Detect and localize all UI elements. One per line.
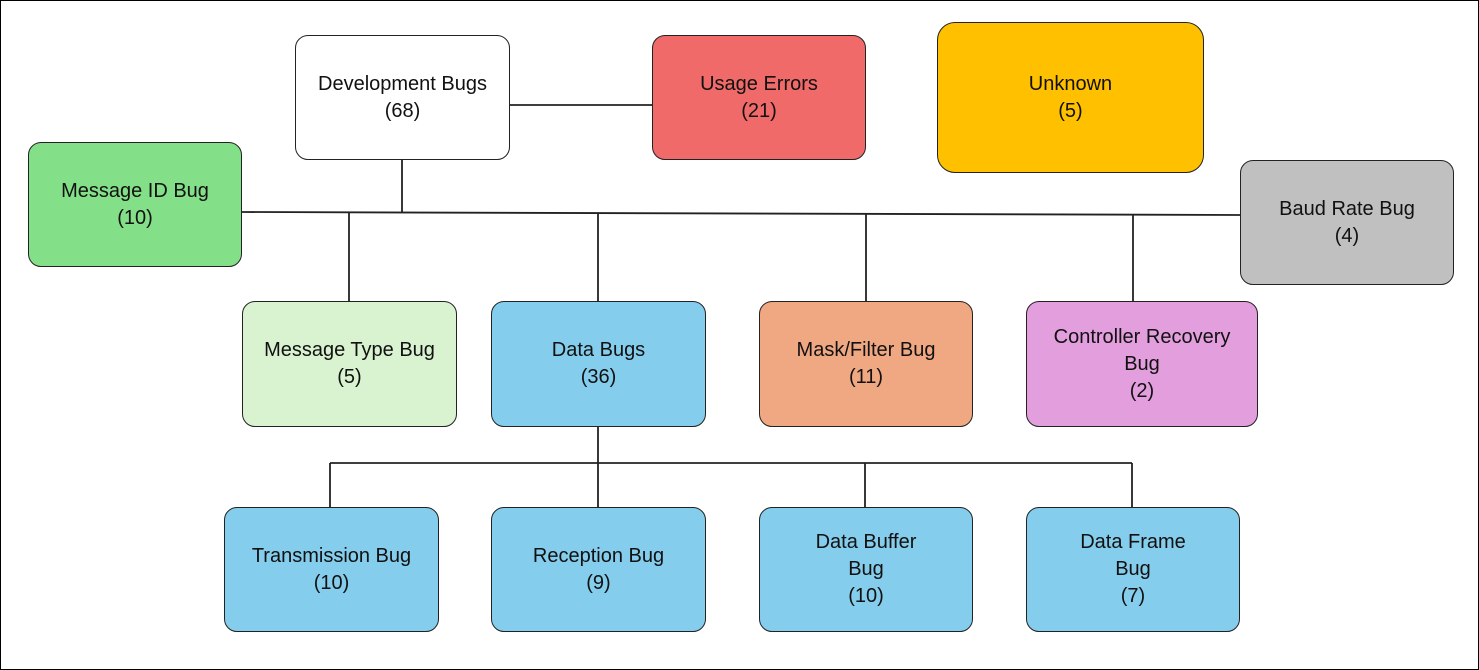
node-count: (21) <box>741 99 777 122</box>
node-controller-recovery-bug: Controller Recovery Bug (2) <box>1026 301 1258 427</box>
connector-main-bus <box>241 211 1241 216</box>
node-label: Message Type Bug <box>264 339 435 361</box>
node-count: (9) <box>586 571 611 594</box>
node-label: Development Bugs <box>318 72 487 95</box>
node-count: (4) <box>1334 224 1360 247</box>
node-count: (10) <box>117 206 153 229</box>
node-mask-filter-bug: Mask/Filter Bug (11) <box>759 301 973 427</box>
node-label: Baud Rate Bug <box>1279 197 1415 220</box>
node-label: Unknown <box>1028 72 1113 95</box>
node-label: Usage Errors <box>700 72 818 95</box>
node-count: (10) <box>848 585 884 607</box>
node-data-bugs: Data Bugs (36) <box>491 301 706 427</box>
node-label: Data Bugs <box>551 339 646 361</box>
node-count: (11) <box>848 366 884 388</box>
node-unknown: Unknown (5) <box>937 22 1204 173</box>
node-label: Message ID Bug <box>61 179 209 202</box>
node-data-buffer-bug: Data Buffer Bug (10) <box>759 507 973 632</box>
node-count: (10) <box>313 571 350 594</box>
node-label: Controller Recovery Bug <box>1053 325 1231 375</box>
node-label: Mask/Filter Bug <box>796 339 936 361</box>
node-reception-bug: Reception Bug (9) <box>491 507 706 632</box>
node-label: Transmission Bug <box>251 544 412 567</box>
node-label: Data Frame Bug <box>1080 531 1186 580</box>
node-message-type-bug: Message Type Bug (5) <box>242 301 457 427</box>
node-transmission-bug: Transmission Bug (10) <box>224 507 439 632</box>
node-baud-rate-bug: Baud Rate Bug (4) <box>1240 160 1454 285</box>
node-count: (5) <box>337 366 362 388</box>
node-label: Reception Bug <box>532 544 665 567</box>
node-usage-errors: Usage Errors (21) <box>652 35 866 160</box>
node-development-bugs: Development Bugs (68) <box>295 35 510 160</box>
node-count: (5) <box>1058 99 1083 122</box>
node-count: (36) <box>580 366 617 388</box>
node-count: (2) <box>1129 379 1155 402</box>
node-data-frame-bug: Data Frame Bug (7) <box>1026 507 1240 632</box>
node-label: Data Buffer Bug <box>815 531 917 580</box>
node-message-id-bug: Message ID Bug (10) <box>28 142 242 267</box>
node-count: (68) <box>384 99 421 122</box>
node-count: (7) <box>1120 585 1146 607</box>
